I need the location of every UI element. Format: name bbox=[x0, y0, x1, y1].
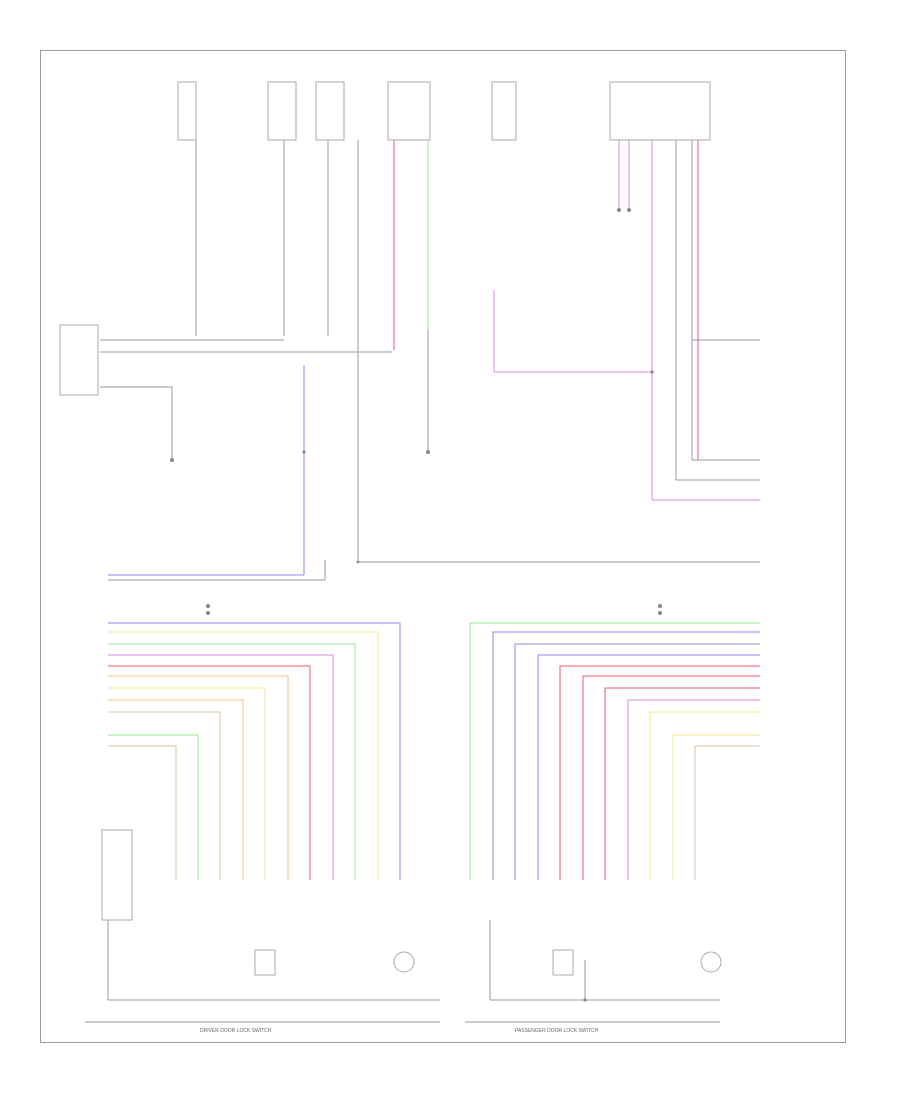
colored-wires bbox=[108, 140, 760, 880]
diagram-frame bbox=[40, 50, 846, 1043]
gray-wires bbox=[85, 140, 760, 1023]
passenger-door-lock-caption: PASSENGER DOOR LOCK SWITCH bbox=[515, 1028, 599, 1034]
driver-door-lock-caption: DRIVER DOOR LOCK SWITCH bbox=[200, 1028, 272, 1034]
connector-markers bbox=[170, 208, 662, 1002]
component-outlines bbox=[59, 81, 722, 976]
